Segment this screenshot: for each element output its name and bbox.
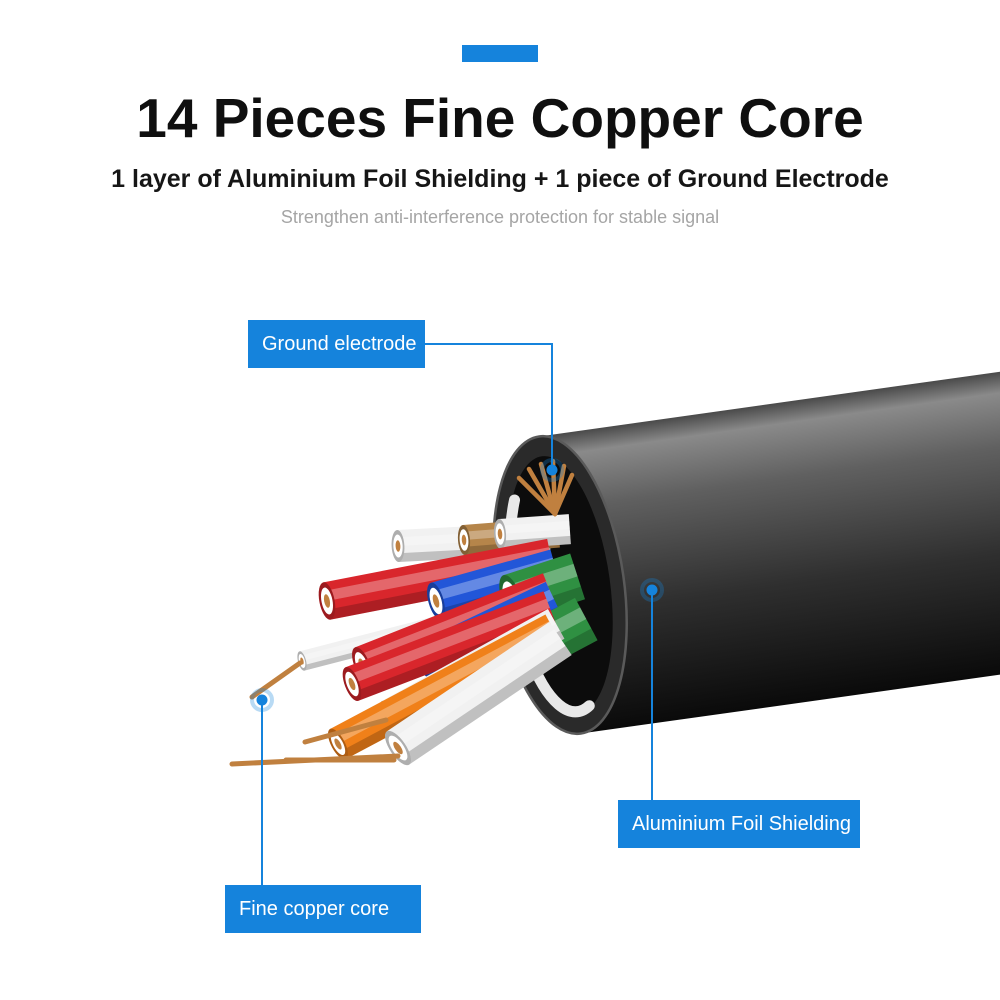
copper-core-tail [229,753,401,767]
copper-core-tail [249,660,303,700]
page-subtitle: 1 layer of Aluminium Foil Shielding + 1 … [111,164,889,193]
foil-shielding-dot [646,584,658,596]
foil-shielding-dot-ring [640,578,664,602]
callout-copper-core-line [250,688,274,885]
callout-label-text: Ground electrode [262,332,417,355]
copper-extras-layer [229,458,575,767]
callout-label-foil-shielding: Aluminium Foil Shielding [618,800,860,848]
ground-electrode-dot [546,464,558,476]
ground-electrode-strand [552,472,575,517]
copper-core-dot-ring [250,688,274,712]
page-title: 14 Pieces Fine Copper Core [136,87,864,149]
ground-electrode-dot-ring [540,458,564,482]
accent-bar [462,45,538,62]
header: 14 Pieces Fine Copper Core 1 layer of Al… [0,45,1000,229]
cable-jacket [492,355,1000,736]
callout-ground-electrode-line [424,343,564,482]
cable-body [539,355,1000,734]
page-tagline: Strengthen anti-interference protection … [280,207,720,228]
callout-label-text: Fine copper core [239,897,390,920]
copper-core-dot [256,694,268,706]
callout-label-text: Aluminium Foil Shielding [632,812,851,835]
callout-foil-shielding-line [640,578,664,800]
copper-core-tail [302,717,389,745]
wires-layer [297,514,598,766]
callout-label-copper-core: Fine copper core [225,885,421,933]
callout-label-ground-electrode: Ground electrode [248,320,425,368]
wire-white-bottom [384,621,572,766]
